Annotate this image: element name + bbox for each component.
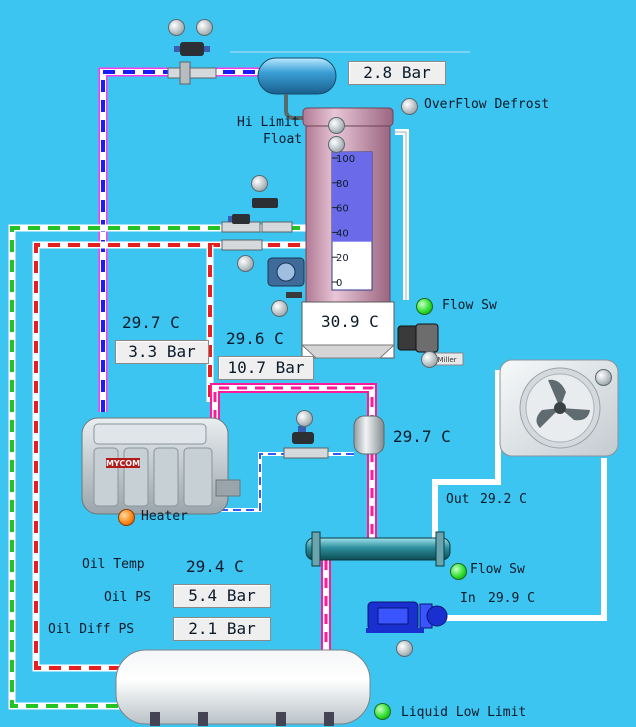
oil-return-valve[interactable] (283, 426, 329, 459)
hi-limit-label: Hi Limit (237, 115, 300, 130)
receiver-pressure-value: 2.8 Bar (348, 61, 446, 85)
oil-temp-label: Oil Temp (82, 557, 145, 572)
oil-ps-label: Oil PS (104, 590, 151, 605)
pump-brand: Miller (437, 356, 456, 364)
overflow-defrost-label: OverFlow Defrost (424, 97, 550, 112)
pressure-gauge-1[interactable] (168, 19, 185, 36)
condenser-out-temperature: 29.2 C (480, 492, 527, 507)
condenser-in-temperature: 29.9 C (488, 591, 535, 606)
discharge-pressure-value: 10.7 Bar (218, 356, 314, 380)
liquid-low-limit-label: Liquid Low Limit (401, 705, 527, 720)
oil-temp-value: 29.4 C (186, 557, 244, 576)
oil-valve-gauge[interactable] (296, 410, 313, 427)
oil-line (32, 241, 320, 672)
gauge-tick-label: 0 (336, 278, 342, 289)
suction-pressure-value: 3.3 Bar (115, 340, 209, 364)
liquid-line (8, 224, 320, 710)
hi-limit-indicator[interactable] (328, 117, 345, 134)
gauge-tick-label: 20 (336, 253, 349, 264)
liquid-low-limit-indicator[interactable] (374, 703, 391, 720)
oil-ps-value: 5.4 Bar (173, 584, 271, 608)
vessel-temperature: 30.9 C (321, 312, 379, 331)
oil-diff-ps-label: Oil Diff PS (48, 622, 135, 637)
motor-indicator[interactable] (271, 300, 288, 317)
float-indicator[interactable] (328, 136, 345, 153)
liquid-receiver (115, 649, 371, 726)
gauge-tick-label: 60 (336, 204, 349, 215)
condenser-in-label: In (460, 591, 476, 606)
liquid-valve-gauge-1[interactable] (251, 175, 268, 192)
discharge-line (210, 383, 377, 652)
suction-valve[interactable] (167, 42, 217, 85)
level-gauge: 100 80 60 40 20 0 (331, 151, 373, 291)
gauge-tick-label: 40 (336, 228, 349, 239)
heater-label: Heater (141, 509, 188, 524)
oil-separator (353, 415, 385, 455)
float-label: Float (263, 132, 303, 147)
condenser-fan (499, 359, 619, 457)
high-pressure-receiver (257, 57, 337, 120)
pressure-gauge-2[interactable] (196, 19, 213, 36)
water-line (395, 129, 607, 621)
compressor: MYCOM (81, 417, 241, 515)
compressor-brand: MYCOM (106, 459, 140, 468)
overflow-defrost-indicator[interactable] (401, 98, 418, 115)
shell-tube-condenser (305, 531, 451, 567)
discharge-temperature: 29.6 C (226, 329, 284, 348)
circulation-pump (366, 601, 448, 633)
fan-indicator[interactable] (595, 369, 612, 386)
gauge-tick-label: 80 (336, 179, 349, 190)
flow-switch-top-label: Flow Sw (442, 298, 497, 313)
flow-switch-bottom-label: Flow Sw (470, 562, 525, 577)
liquid-valve[interactable] (221, 198, 293, 251)
flow-switch-bottom-indicator[interactable] (450, 563, 467, 580)
condenser-out-label: Out (446, 492, 470, 507)
water-pump: Miller (397, 323, 464, 366)
gauge-tick-label: 100 (336, 154, 355, 165)
vessel-motor (267, 257, 305, 298)
flow-switch-top-indicator[interactable] (416, 298, 433, 315)
oil-separator-temperature: 29.7 C (393, 427, 451, 446)
heater-indicator[interactable] (118, 509, 135, 526)
suction-temperature: 29.7 C (122, 313, 180, 332)
pump-gauge[interactable] (396, 640, 413, 657)
oil-diff-ps-value: 2.1 Bar (173, 617, 271, 641)
liquid-valve-gauge-2[interactable] (237, 255, 254, 272)
pump-indicator[interactable] (421, 351, 438, 368)
